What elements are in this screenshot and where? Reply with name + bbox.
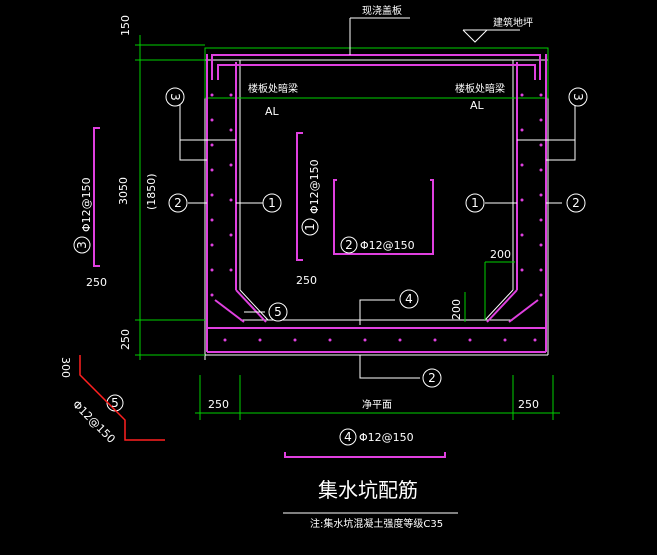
marker-2-left [168,193,188,213]
marker-4-bar-text: 4 [344,430,352,444]
dim-300: 300 [59,357,72,378]
beam-left-label: 楼板处暗梁 [248,82,298,95]
marker-1-right-text: 1 [471,196,479,210]
dim-250-left-bar: 250 [86,276,107,289]
marker-2-bar [340,236,358,254]
top-slab-label: 现浇盖板 [362,4,402,17]
bar1-spec: Φ12@150 [308,159,321,214]
marker-2-left-text: 2 [174,196,182,210]
dim-1850: (1850) [145,173,158,210]
dim-3050: 3050 [117,177,130,205]
marker-4-inner-text: 4 [405,292,413,306]
marker-1-bar [301,218,319,236]
marker-4-bar [339,428,357,446]
rebar-dots [210,93,543,342]
marker-1-left-text: 1 [268,196,276,210]
marker-5-bar-text: 5 [111,396,119,410]
marker-3-bar [73,236,91,254]
drawing-title: 集水坑配筋 [318,478,418,502]
dim-200-h: 200 [490,248,511,261]
dimension-texts: 150 3050 (1850) 250 250 250 250 250 200 … [59,15,539,411]
marker-3-left-text: 3 [168,93,182,101]
marker-2-bottom-text: 2 [428,371,436,385]
marker-2-right-text: 2 [572,196,580,210]
marker-1-left [262,193,282,213]
bar2-spec: Φ12@150 [360,239,415,252]
marker-2-right [566,193,586,213]
rebar [93,54,547,458]
dim-250-bottom: 250 [119,329,132,350]
green-lines [135,35,560,420]
callout-circles [73,87,588,446]
bar5-shape [79,355,165,441]
labels: 现浇盖板 建筑地坪 楼板处暗梁 楼板处暗梁 AL AL 净平面 集水坑配筋 注:… [248,4,533,530]
marker-3-right [568,87,588,107]
marker-3-right-text: 3 [571,93,585,101]
marker-3-bar-text: 3 [75,241,89,249]
floor-level-label: 建筑地坪 [493,16,533,29]
marker-2-bar-text: 2 [345,238,353,252]
marker-1-bar-text: 1 [303,223,317,231]
dim-150: 150 [119,15,132,36]
marker-2-bottom [422,368,442,388]
marker-1-right [465,193,485,213]
al-right-label: AL [470,99,485,112]
drawing-note: 注:集水坑混凝土强度等级C35 [310,517,443,530]
dim-250-wall-right: 250 [518,398,539,411]
marker-3-left [165,87,185,107]
callout-leaders [179,17,576,379]
marker-5-inner-text: 5 [274,305,282,319]
marker-4-inner [399,289,419,309]
dim-200-v: 200 [450,299,463,320]
beam-right-label: 楼板处暗梁 [455,82,505,95]
bar4-spec: Φ12@150 [359,431,414,444]
al-left-label: AL [265,105,280,118]
dim-250-wall-left: 250 [208,398,229,411]
bar3-spec: Φ12@150 [80,177,93,232]
dim-250-mid-bar: 250 [296,274,317,287]
marker-5-inner [268,302,288,322]
inner-width-label: 净平面 [362,398,392,411]
marker-numbers: 3 3 2 1 1 2 4 5 2 3 1 2 4 5 [75,93,585,444]
